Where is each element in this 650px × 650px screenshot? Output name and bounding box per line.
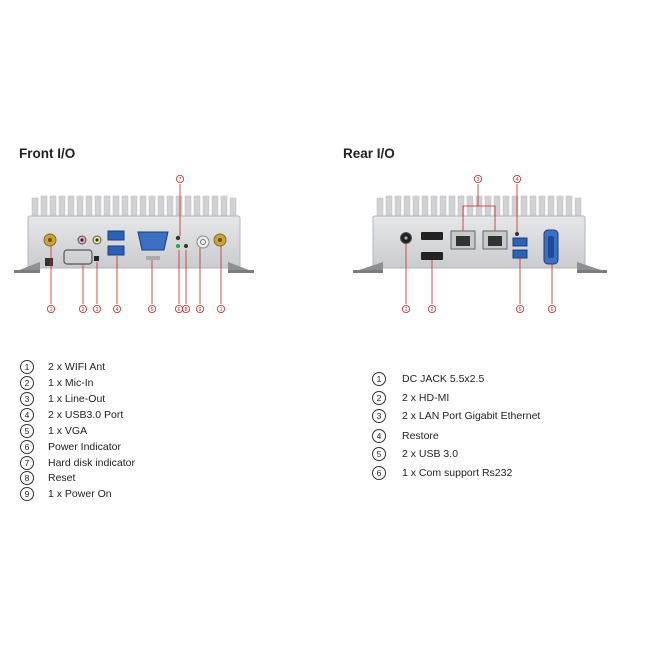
rear-callout: 1: [405, 307, 408, 313]
front-callout: 9: [199, 307, 202, 313]
front-callout: 5: [151, 307, 154, 313]
rear-callout: 2: [431, 307, 434, 313]
rear-callout-top: 3: [477, 177, 480, 183]
front-io-heading: Front I/O: [19, 146, 76, 161]
front-callout-top: 7: [179, 177, 182, 183]
front-callout: 2: [82, 307, 85, 313]
rear-callout: 6: [551, 307, 554, 313]
rear-callout-top: 4: [516, 177, 519, 183]
front-panel-diagram: 7 1 2 3 4 5 6 8 9 1: [14, 175, 254, 313]
front-callout: 4: [116, 307, 119, 313]
front-callout: 3: [96, 307, 99, 313]
rear-io-heading: Rear I/O: [343, 146, 395, 161]
rear-callout: 5: [519, 307, 522, 313]
front-callout: 1: [220, 307, 223, 313]
rear-panel-diagram: 3 4 1 2 5 6: [353, 175, 607, 313]
front-callout: 6: [178, 307, 181, 313]
front-callout: 1: [50, 307, 53, 313]
front-callout: 8: [185, 307, 188, 313]
